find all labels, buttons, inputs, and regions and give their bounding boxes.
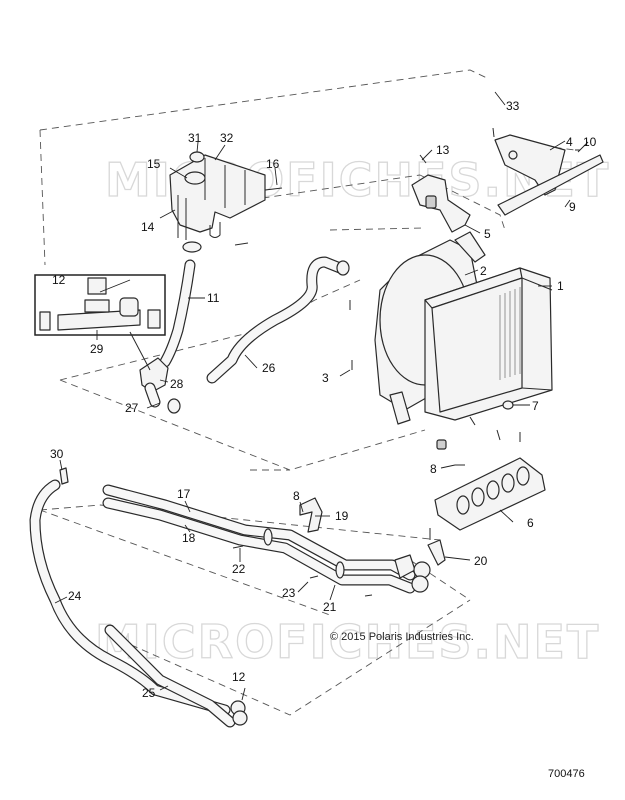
- callout-26: 26: [262, 361, 276, 375]
- coolant-pipes: [102, 484, 431, 594]
- callout-24: 24: [68, 589, 82, 603]
- hose-26: [206, 256, 350, 384]
- callout-27: 27: [125, 401, 139, 415]
- fitting-30: [59, 467, 69, 485]
- callout-25: 25: [142, 686, 156, 700]
- callout-31: 31: [188, 131, 202, 145]
- callout-30: 30: [50, 447, 64, 461]
- mounting-plate: [434, 457, 546, 531]
- callout-6: 6: [527, 516, 534, 530]
- callout-14: 14: [141, 220, 155, 234]
- upper-bracket: [411, 174, 471, 233]
- callout-22: 22: [232, 562, 246, 576]
- callout-28: 28: [170, 377, 184, 391]
- assembly-dashed-lines: [39, 69, 576, 716]
- thermostat-housing: [139, 357, 181, 414]
- callout-23: 23: [282, 586, 296, 600]
- callout-33: 33: [506, 99, 520, 113]
- callout-3: 3: [322, 371, 329, 385]
- callout-7: 7: [532, 399, 539, 413]
- callout-8a: 8: [430, 462, 437, 476]
- callout-17: 17: [177, 487, 191, 501]
- callout-20: 20: [474, 554, 488, 568]
- callout-2: 2: [480, 264, 487, 278]
- grommet-7: [502, 400, 514, 410]
- callout-11: 11: [207, 291, 220, 305]
- callout-4: 4: [566, 135, 573, 149]
- callout-numbers: 1 2 3 4 5 6 7 8 8 9 10 11 12 12 13 14 15…: [50, 99, 597, 700]
- callout-10: 10: [583, 135, 597, 149]
- callout-29: 29: [90, 342, 104, 356]
- bracket-20: [427, 539, 446, 566]
- radiator-mount: [436, 439, 447, 450]
- hose-11: [159, 259, 196, 368]
- callout-5: 5: [484, 227, 491, 241]
- document-number: 700476: [548, 768, 585, 780]
- callout-15: 15: [147, 157, 161, 171]
- fastener-bolts: [232, 127, 580, 597]
- pipe-bracket-19: [299, 497, 323, 533]
- callout-18: 18: [182, 531, 196, 545]
- callout-9: 9: [569, 200, 576, 214]
- watermark-bottom: MICROFICHES.NET: [95, 615, 600, 669]
- radiator: [424, 267, 553, 421]
- callout-16: 16: [266, 157, 280, 171]
- callout-12b: 12: [232, 670, 246, 684]
- callout-13: 13: [436, 143, 450, 157]
- copyright-notice: © 2015 Polaris Industries Inc.: [330, 631, 474, 643]
- shroud-bracket: [494, 134, 604, 216]
- callout-1: 1: [557, 279, 564, 293]
- callout-8b: 8: [293, 489, 300, 503]
- callout-32: 32: [220, 131, 234, 145]
- callout-19: 19: [335, 509, 349, 523]
- overflow-tube: [417, 79, 494, 160]
- leader-lines: [54, 91, 589, 701]
- callout-12a: 12: [52, 273, 66, 287]
- inset-detail-box: [34, 274, 166, 371]
- lower-hoses: [29, 479, 248, 728]
- callout-21: 21: [323, 600, 337, 614]
